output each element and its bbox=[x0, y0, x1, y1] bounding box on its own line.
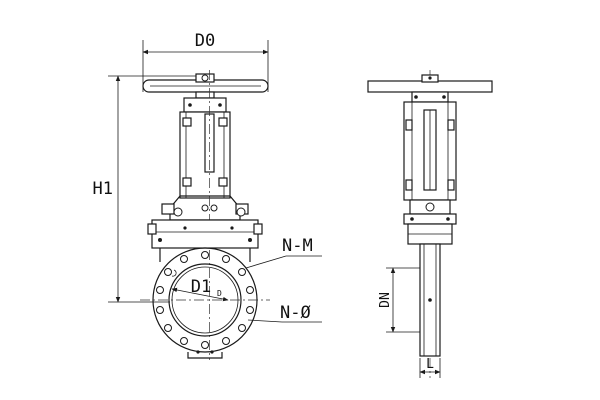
h1-label: H1 bbox=[93, 179, 113, 199]
yoke bbox=[161, 70, 249, 360]
handwheel bbox=[142, 73, 269, 99]
d1-label: D1 bbox=[191, 277, 211, 297]
n-phi-callout: N-Ø bbox=[247, 303, 322, 323]
nm-callout: N-M bbox=[245, 236, 322, 269]
bolt-holes bbox=[156, 251, 254, 354]
d-small-label: D bbox=[217, 289, 222, 298]
dn-dimension: DN bbox=[378, 267, 420, 333]
d0-label: D0 bbox=[195, 31, 215, 51]
side-body bbox=[407, 223, 453, 357]
flange bbox=[140, 247, 270, 359]
side-yoke bbox=[403, 101, 457, 225]
d1-dimension: D1 D bbox=[171, 269, 229, 302]
l-label: L bbox=[426, 357, 434, 372]
nm-label: N-M bbox=[282, 236, 313, 256]
n-phi-label: N-Ø bbox=[280, 303, 311, 323]
l-dimension: L bbox=[419, 357, 441, 378]
side-handwheel bbox=[367, 74, 493, 103]
front-view: D0 H1 bbox=[93, 31, 322, 360]
valve-body-top bbox=[147, 219, 263, 262]
dn-label: DN bbox=[378, 292, 393, 308]
h1-dimension: H1 bbox=[93, 75, 208, 303]
side-view: DN L bbox=[367, 70, 493, 378]
